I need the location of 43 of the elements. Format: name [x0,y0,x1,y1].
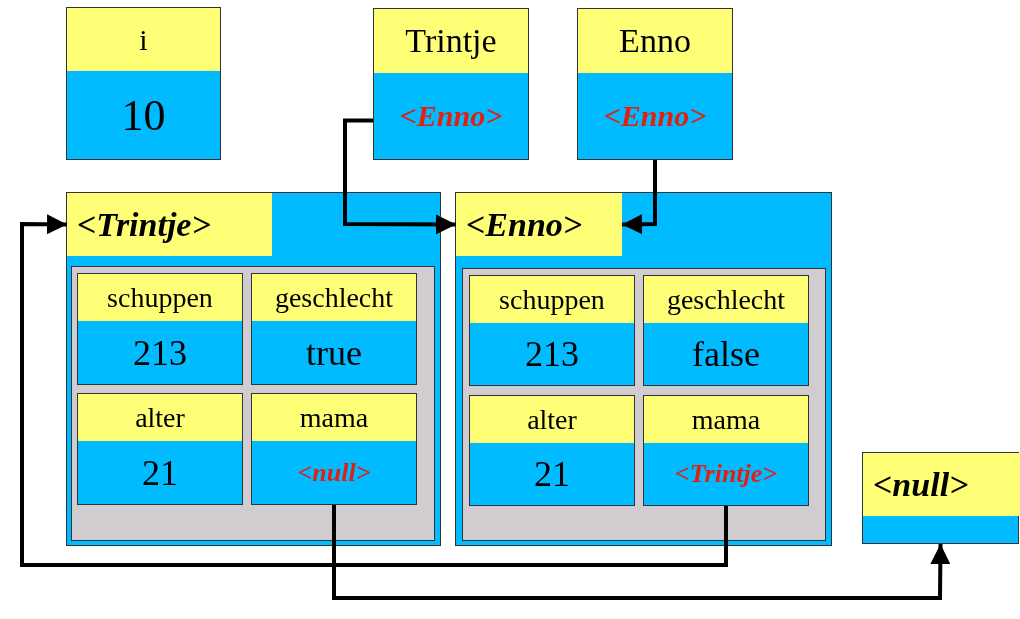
variable-value: true [305,331,363,375]
variable-cell [643,395,809,506]
variable-name: geschlecht [252,274,416,321]
reference-arrow [343,118,456,235]
variable-name: schuppen [470,276,634,323]
reference-arrow [20,214,728,567]
variable-cell [251,273,417,385]
variable-name: alter [470,396,634,443]
reference-arrow [332,505,951,600]
variable-name: Trintje [374,9,528,73]
reference-value: <null> [296,456,372,489]
reference-arrow [621,160,657,235]
object-heading: <null> [863,453,1020,516]
object-heading: <Trintje> [67,193,272,256]
variable-value: 213 [524,333,580,376]
object-heading: <Enno> [456,193,622,256]
reference-value: <Enno> [602,98,708,134]
variable-name: mama [252,394,416,441]
variable-cell [66,7,221,160]
variable-name: mama [644,396,808,443]
reference-value: <Trintje> [673,458,779,490]
variable-cell [251,393,417,505]
variable-cell [469,275,635,386]
variable-value: false [691,333,761,376]
variable-cell [77,273,243,385]
object-box [862,452,1019,544]
variable-cell [469,395,635,506]
variable-cell [577,8,733,160]
variable-cell [77,393,243,505]
variable-value: 10 [120,89,167,142]
variable-value: 21 [141,451,179,495]
variable-name: geschlecht [644,276,808,323]
variable-value: 213 [132,331,188,375]
variable-name: Enno [578,9,732,73]
variable-name: alter [78,394,242,441]
object-box [66,192,441,546]
variable-cell [643,275,809,386]
variable-name: i [67,8,220,71]
variable-value: 21 [533,453,571,496]
reference-value: <Enno> [398,98,504,134]
variable-cell [373,8,529,160]
variable-name: schuppen [78,274,242,321]
object-box [455,192,832,546]
